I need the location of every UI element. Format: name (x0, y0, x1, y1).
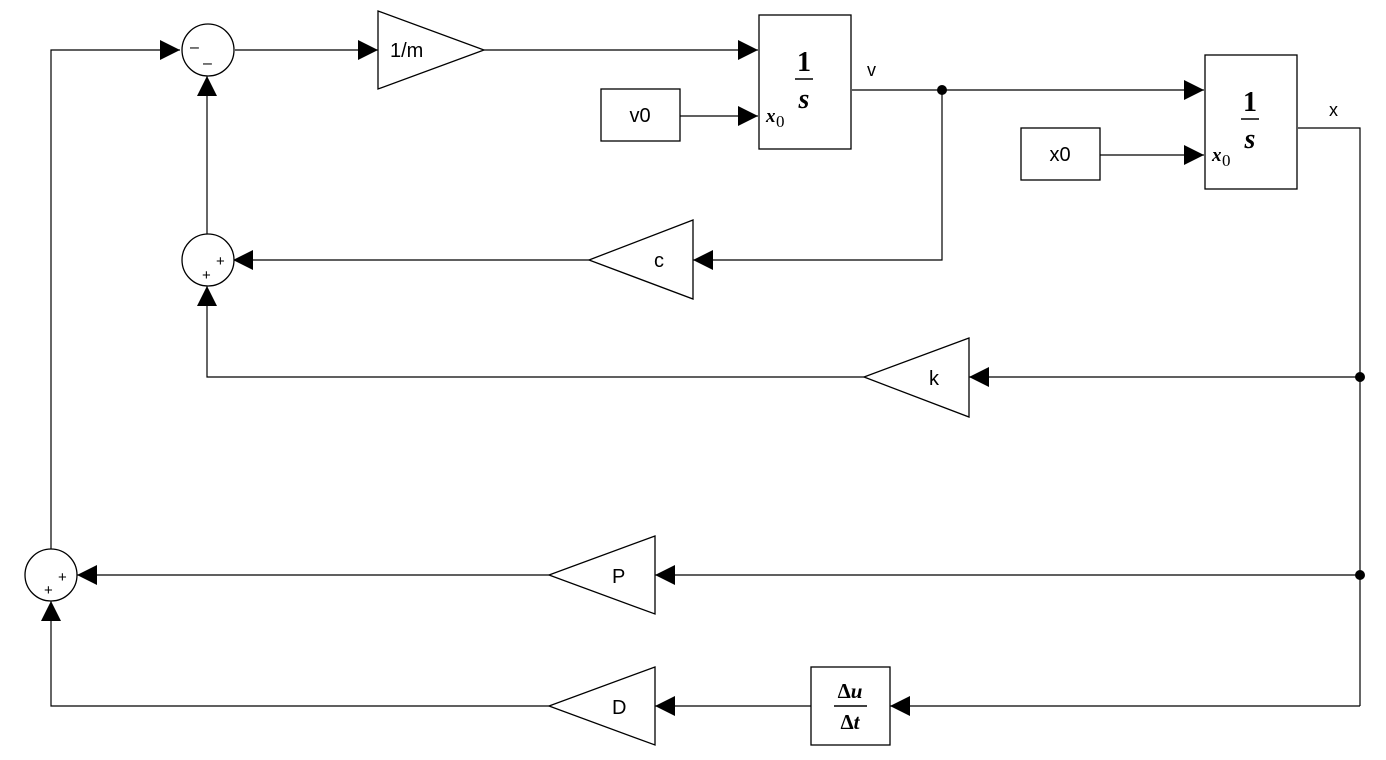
wire-position-trunk (1298, 127, 1361, 706)
signal-label-position: x (1329, 100, 1338, 120)
gain-block-k[interactable]: k (862, 337, 970, 418)
integrator2-denominator: s (1244, 124, 1256, 155)
integrator2-ic-port-subscript: 0 (1222, 151, 1231, 170)
gain-label-k: k (929, 368, 940, 390)
wire-gain-d-to-sum3 (41, 601, 549, 707)
gain-label-inv-mass: 1/m (390, 40, 423, 62)
gain-block-inv-mass[interactable]: 1/m (377, 10, 486, 90)
branch-point-position-p (1355, 570, 1365, 580)
integrator1-ic-port-label: x (765, 106, 776, 127)
wire-sum3-to-sum1 (50, 40, 180, 595)
branch-point-position-k (1355, 372, 1365, 382)
integrator-block-position[interactable]: 1 s x 0 (1204, 54, 1298, 190)
integrator1-denominator: s (798, 84, 810, 115)
sum2-right-sign: + (216, 253, 225, 270)
sum-block-1[interactable]: – – (181, 23, 235, 77)
branch-point-velocity (937, 85, 947, 95)
signal-lines (41, 40, 1361, 716)
sum1-left-sign: – (190, 39, 199, 56)
derivative-numerator: Δu (838, 679, 863, 703)
integrator1-ic-port-subscript: 0 (776, 112, 785, 131)
constant-block-v0[interactable]: v0 (600, 88, 681, 142)
integrator2-ic-port-label: x (1211, 145, 1222, 166)
signal-label-velocity: v (867, 60, 876, 80)
gain-block-c[interactable]: c (587, 219, 694, 300)
sum2-bottom-sign: + (202, 267, 211, 284)
gain-block-d[interactable]: D (547, 666, 656, 746)
integrator-block-velocity[interactable]: 1 s x 0 (758, 14, 852, 150)
gain-label-c: c (654, 250, 664, 272)
wire-velocity-to-gain-c (693, 90, 943, 270)
sum1-bottom-sign: – (203, 55, 212, 72)
wire-gain-k-to-sum2 (197, 286, 864, 378)
sum-block-3[interactable]: + + (24, 548, 78, 602)
sum3-bottom-sign: + (44, 582, 53, 599)
gain-label-d: D (612, 697, 626, 719)
integrator2-numerator: 1 (1243, 87, 1257, 118)
constant-label-x0: x0 (1049, 144, 1070, 166)
sum-block-2[interactable]: + + (181, 233, 235, 287)
constant-label-v0: v0 (629, 105, 650, 127)
derivative-block[interactable]: Δu Δt (810, 666, 891, 746)
constant-block-x0[interactable]: x0 (1020, 127, 1101, 181)
derivative-denominator: Δt (840, 710, 860, 734)
integrator1-numerator: 1 (797, 47, 811, 78)
gain-block-p[interactable]: P (547, 535, 656, 615)
gain-label-p: P (612, 566, 625, 588)
sum3-right-sign: + (58, 569, 67, 586)
